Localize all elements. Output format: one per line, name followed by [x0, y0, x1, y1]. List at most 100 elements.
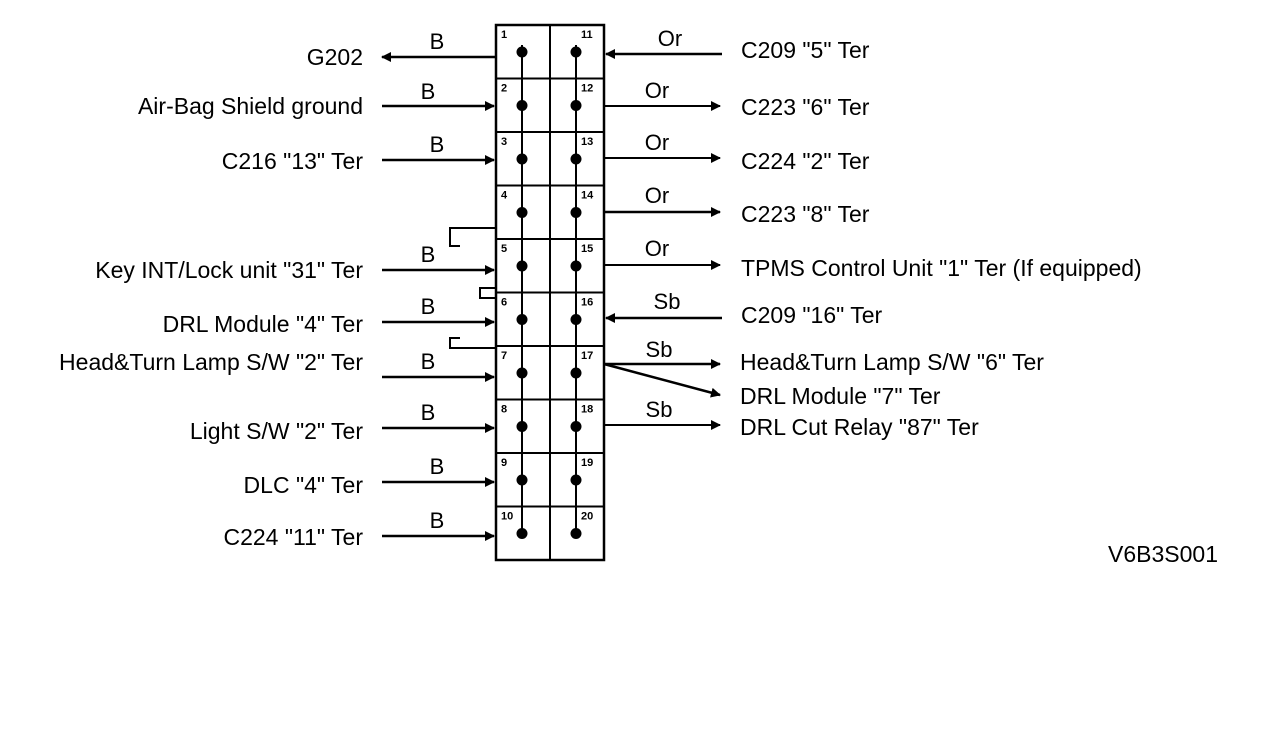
pin-number: 11 — [581, 29, 593, 41]
connection-label: C216 "13" Ter — [222, 148, 364, 174]
wire-color: Or — [645, 130, 669, 155]
connection-pin-11: Or C209 "5" Ter — [605, 26, 870, 63]
connection-pin-14: Or C223 "8" Ter — [604, 183, 870, 227]
pin-dot — [516, 367, 528, 379]
connection-pin-3: B C216 "13" Ter — [222, 132, 495, 174]
wire-color: B — [430, 29, 445, 54]
connection-pin-10: B C224 "11" Ter — [223, 508, 495, 550]
pin-number: 6 — [501, 297, 507, 309]
pin-number: 19 — [581, 457, 593, 469]
connection-label: DRL Module "7" Ter — [740, 383, 941, 409]
pin-dot — [516, 314, 528, 325]
pin-number: 7 — [501, 350, 507, 362]
pin-dot — [516, 153, 528, 165]
pin-number: 15 — [581, 243, 593, 255]
connection-label: C224 "2" Ter — [741, 148, 870, 174]
connection-label: Head&Turn Lamp S/W "6" Ter — [740, 349, 1044, 375]
pin-dot — [570, 528, 582, 539]
pin-number: 3 — [501, 136, 507, 148]
connection-label: C209 "5" Ter — [741, 37, 870, 63]
connection-label: Head&Turn Lamp S/W "2" Ter — [59, 349, 363, 375]
wire-color: B — [430, 508, 445, 533]
pin-number: 14 — [581, 190, 594, 202]
pin-dot — [570, 421, 582, 432]
connection-label: DLC "4" Ter — [244, 472, 364, 498]
right-connections: Or C209 "5" Ter Or C223 "6" Ter Or C224 … — [603, 26, 1142, 440]
pin-dot — [570, 367, 582, 379]
wire-color: B — [430, 132, 445, 157]
connection-pin-2: B Air-Bag Shield ground — [138, 79, 495, 119]
connection-pin-1: B G202 — [307, 29, 496, 70]
wire-arrow-branch — [603, 362, 721, 398]
connection-pin-9: B DLC "4" Ter — [244, 454, 495, 498]
connection-label: C224 "11" Ter — [223, 524, 363, 550]
connection-label: C209 "16" Ter — [741, 302, 883, 328]
pin-dot — [570, 474, 582, 486]
wire-color: B — [421, 349, 436, 374]
pin-number: 10 — [501, 511, 513, 523]
pin-dot — [516, 421, 528, 432]
pin-number: 5 — [501, 243, 507, 255]
pin-dot — [516, 528, 528, 539]
connection-label: C223 "6" Ter — [741, 94, 870, 120]
connector-row-dividers — [496, 77, 604, 508]
figure-code: V6B3S001 — [1108, 541, 1218, 567]
pin-dot — [516, 260, 528, 272]
pin-number: 2 — [501, 83, 507, 95]
wire-color: B — [430, 454, 445, 479]
wire-color: B — [421, 79, 436, 104]
pin-dot — [570, 46, 582, 58]
connection-pin-13: Or C224 "2" Ter — [604, 130, 870, 174]
wire-color: Or — [658, 26, 682, 51]
wire-color: Sb — [654, 289, 681, 314]
wire-color: Sb — [646, 337, 673, 362]
pin-number: 9 — [501, 457, 507, 469]
wire-color: Or — [645, 183, 669, 208]
pin-number: 18 — [581, 404, 593, 416]
pin-dot — [570, 314, 582, 325]
pin-dot — [570, 100, 582, 111]
left-connections: B G202 B Air-Bag Shield ground B C216 "1… — [59, 29, 496, 550]
connection-pin-5: B Key INT/Lock unit "31" Ter — [95, 242, 495, 283]
connection-label: G202 — [307, 44, 363, 70]
jumper-line-pin6 — [479, 287, 496, 299]
connection-label: Air-Bag Shield ground — [138, 93, 363, 119]
connection-pin-12: Or C223 "6" Ter — [604, 78, 870, 120]
connection-pin-15: Or TPMS Control Unit "1" Ter (If equippe… — [604, 236, 1142, 281]
wire-color: B — [421, 242, 436, 267]
pin-dot — [516, 207, 528, 218]
jumper-line-pin4 — [449, 227, 496, 247]
connection-pin-17: Sb Head&Turn Lamp S/W "6" Ter DRL Module… — [603, 337, 1044, 409]
pin-number: 16 — [581, 297, 593, 309]
pin-dot — [516, 46, 528, 58]
wire-color: Sb — [646, 397, 673, 422]
wire-color: B — [421, 294, 436, 319]
wire-color: Or — [645, 78, 669, 103]
connection-label: C223 "8" Ter — [741, 201, 870, 227]
connection-label: TPMS Control Unit "1" Ter (If equipped) — [741, 255, 1142, 281]
wire-color: Or — [645, 236, 669, 261]
pin-dot — [516, 474, 528, 486]
pin-dot — [570, 260, 582, 272]
pin-number: 17 — [581, 350, 593, 362]
connection-pin-16: Sb C209 "16" Ter — [605, 289, 883, 328]
pin-number: 8 — [501, 404, 507, 416]
connection-pin-6: B DRL Module "4" Ter — [163, 294, 495, 337]
pin-number: 13 — [581, 136, 593, 148]
pin-dot — [570, 207, 582, 218]
connection-label: DRL Cut Relay "87" Ter — [740, 414, 979, 440]
pin-number: 1 — [501, 29, 507, 41]
wire-color: B — [421, 400, 436, 425]
pin-dot — [516, 100, 528, 111]
connection-label: Key INT/Lock unit "31" Ter — [95, 257, 363, 283]
pin-number: 4 — [501, 190, 508, 202]
pin-dot — [570, 153, 582, 165]
pin-number: 12 — [581, 83, 593, 95]
connection-label: Light S/W "2" Ter — [190, 418, 363, 444]
connection-pin-8: B Light S/W "2" Ter — [190, 400, 495, 444]
connection-pin-7: B Head&Turn Lamp S/W "2" Ter — [59, 349, 495, 382]
connection-pin-18: Sb DRL Cut Relay "87" Ter — [604, 397, 979, 440]
